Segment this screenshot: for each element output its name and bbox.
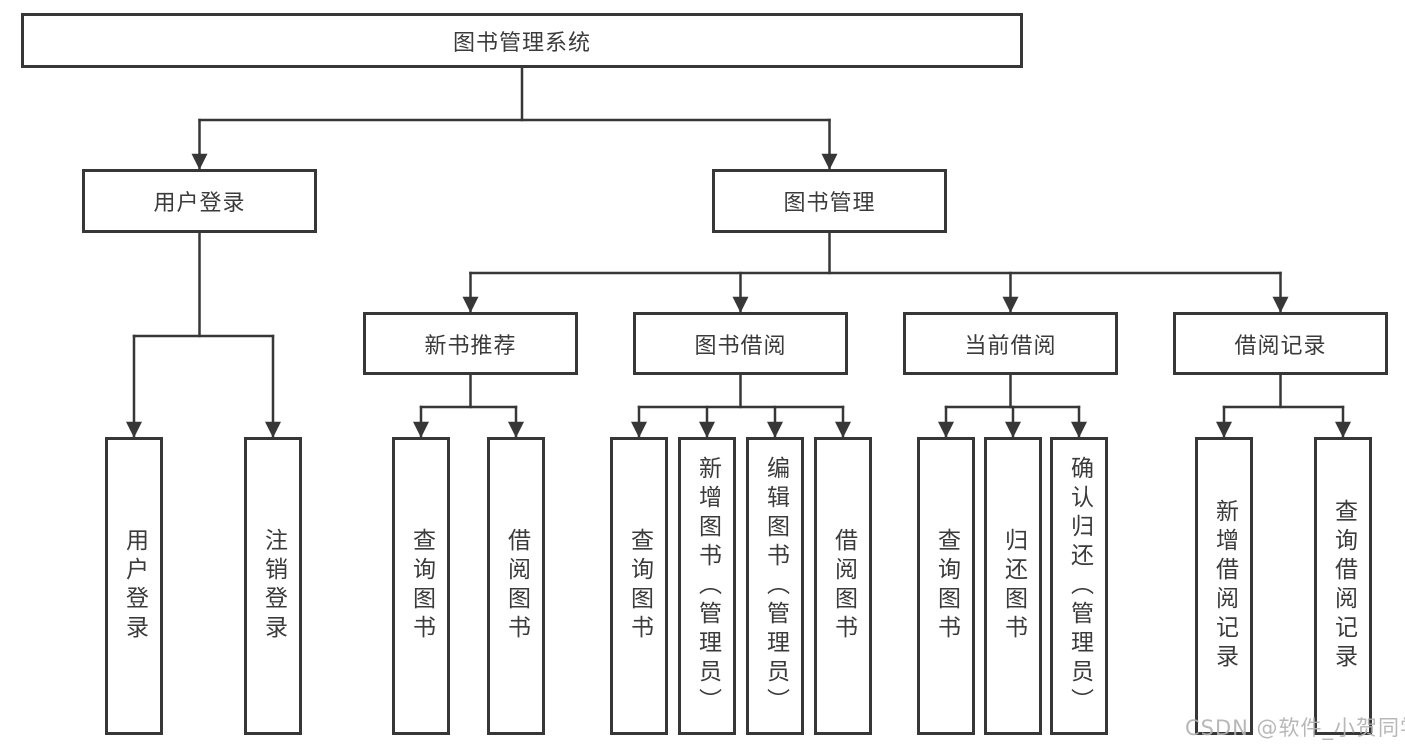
node-new-book-recommendation: 新书推荐 xyxy=(363,312,578,375)
node-book-borrowing: 图书借阅 xyxy=(633,312,848,375)
leaf-edit-books-admin: 编辑图书（管理员） xyxy=(746,437,804,735)
leaf-label: 查询图书 xyxy=(933,528,960,644)
leaf-confirm-return-admin: 确认归还（管理员） xyxy=(1050,437,1108,735)
leaf-user-login: 用户登录 xyxy=(105,437,163,735)
node-borrowing-records: 借阅记录 xyxy=(1173,312,1388,375)
leaf-add-books-admin: 新增图书（管理员） xyxy=(678,437,736,735)
leaf-label: 借阅图书 xyxy=(503,528,530,644)
leaf-label: 用户登录 xyxy=(121,528,148,644)
leaf-label: 确认归还（管理员） xyxy=(1066,455,1093,717)
leaf-label: 查询图书 xyxy=(626,528,653,644)
leaf-query-borrow-record: 查询借阅记录 xyxy=(1314,437,1372,735)
leaf-borrow-books-recommend: 借阅图书 xyxy=(487,437,545,735)
leaf-logout-login: 注销登录 xyxy=(244,437,302,735)
leaf-label: 注销登录 xyxy=(260,528,287,644)
leaf-label: 查询图书 xyxy=(408,528,435,644)
leaf-query-books-current: 查询图书 xyxy=(917,437,975,735)
leaf-label: 借阅图书 xyxy=(830,528,857,644)
node-book-management: 图书管理 xyxy=(712,169,947,233)
leaf-label: 编辑图书（管理员） xyxy=(762,455,789,717)
leaf-label: 新增借阅记录 xyxy=(1211,499,1238,673)
leaf-label: 查询借阅记录 xyxy=(1330,499,1357,673)
node-library-management-system: 图书管理系统 xyxy=(21,13,1023,68)
leaf-query-books-borrowing: 查询图书 xyxy=(610,437,668,735)
csdn-watermark: CSDN @软件_小贺同学 xyxy=(1185,716,1405,740)
leaf-return-books: 归还图书 xyxy=(984,437,1042,735)
leaf-label: 新增图书（管理员） xyxy=(694,455,721,717)
leaf-add-borrow-record: 新增借阅记录 xyxy=(1195,437,1253,735)
node-current-borrowing: 当前借阅 xyxy=(903,312,1118,375)
leaf-borrow-books: 借阅图书 xyxy=(814,437,872,735)
leaf-label: 归还图书 xyxy=(1000,528,1027,644)
node-user-login: 用户登录 xyxy=(82,169,317,233)
leaf-query-books-recommend: 查询图书 xyxy=(392,437,450,735)
